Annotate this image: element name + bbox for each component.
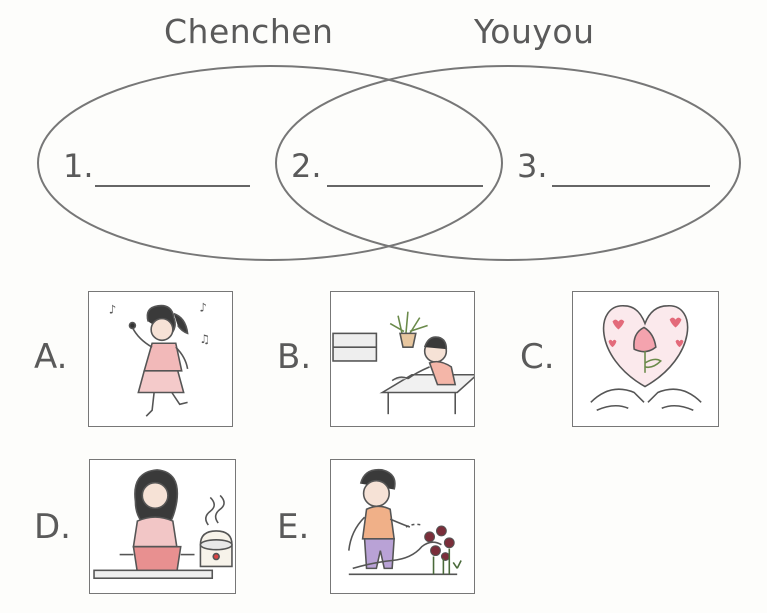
girl-cooking-icon[interactable] (89, 459, 236, 594)
heart-card-flower-icon[interactable] (572, 291, 719, 427)
option-c-letter: C. (520, 337, 555, 377)
blank-1-line[interactable] (95, 185, 250, 187)
youyou-circle (275, 65, 741, 261)
option-b-letter: B. (277, 337, 312, 377)
blank-2-number: 2. (291, 147, 322, 185)
girl-cleaning-table-icon[interactable] (330, 291, 475, 427)
svg-text:♫: ♫ (199, 332, 210, 346)
youyou-label: Youyou (474, 12, 595, 51)
boy-watering-flowers-icon[interactable] (330, 459, 475, 594)
option-d-letter: D. (34, 507, 71, 547)
svg-text:♪: ♪ (109, 303, 117, 317)
option-e-letter: E. (277, 507, 310, 547)
blank-1-number: 1. (63, 147, 94, 185)
option-a-letter: A. (34, 337, 68, 377)
chenchen-circle (37, 65, 503, 261)
svg-text:♪: ♪ (199, 301, 207, 315)
venn-diagram (37, 65, 741, 261)
chenchen-label: Chenchen (164, 12, 334, 51)
blank-2-line[interactable] (327, 185, 483, 187)
girl-singing-icon[interactable]: ♪ ♪ ♫ (88, 291, 233, 427)
blank-3-number: 3. (517, 147, 548, 185)
blank-3-line[interactable] (552, 185, 710, 187)
